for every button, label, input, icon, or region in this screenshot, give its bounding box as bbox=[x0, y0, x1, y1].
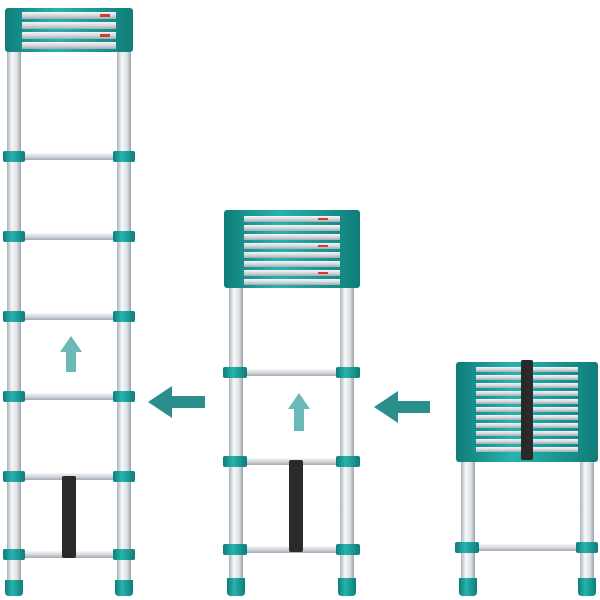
ladder-foot bbox=[5, 580, 23, 596]
ladder-strap bbox=[62, 476, 76, 558]
ladder-foot bbox=[115, 580, 133, 596]
ladder-rung bbox=[455, 542, 598, 553]
arrow-left-icon bbox=[374, 391, 430, 423]
ladder-strap bbox=[521, 360, 533, 460]
ladder-rung bbox=[3, 151, 135, 162]
collapsed-rung-stack bbox=[5, 8, 133, 52]
ladder-foot bbox=[338, 578, 356, 596]
ladder-foot bbox=[227, 578, 245, 596]
ladder-foot bbox=[578, 578, 596, 596]
ladder-partially-extended bbox=[223, 210, 360, 596]
ladder-fully-extended bbox=[3, 8, 135, 596]
ladder-rung bbox=[3, 231, 135, 242]
arrow-left-icon bbox=[148, 386, 205, 418]
ladder-rung bbox=[3, 311, 135, 322]
ladder-foot bbox=[459, 578, 477, 596]
ladder-rail-left bbox=[229, 218, 243, 584]
ladder-strap bbox=[289, 460, 303, 552]
ladder-rung bbox=[3, 391, 135, 402]
ladder-rail-left bbox=[7, 18, 21, 584]
collapsed-rung-stack bbox=[224, 210, 360, 288]
arrow-up-icon bbox=[288, 393, 310, 431]
ladder-rail-right bbox=[117, 18, 131, 584]
ladder-collapsed bbox=[455, 360, 598, 596]
ladder-rung bbox=[223, 367, 360, 378]
arrow-up-icon bbox=[60, 336, 82, 372]
ladder-rail-right bbox=[340, 218, 354, 584]
